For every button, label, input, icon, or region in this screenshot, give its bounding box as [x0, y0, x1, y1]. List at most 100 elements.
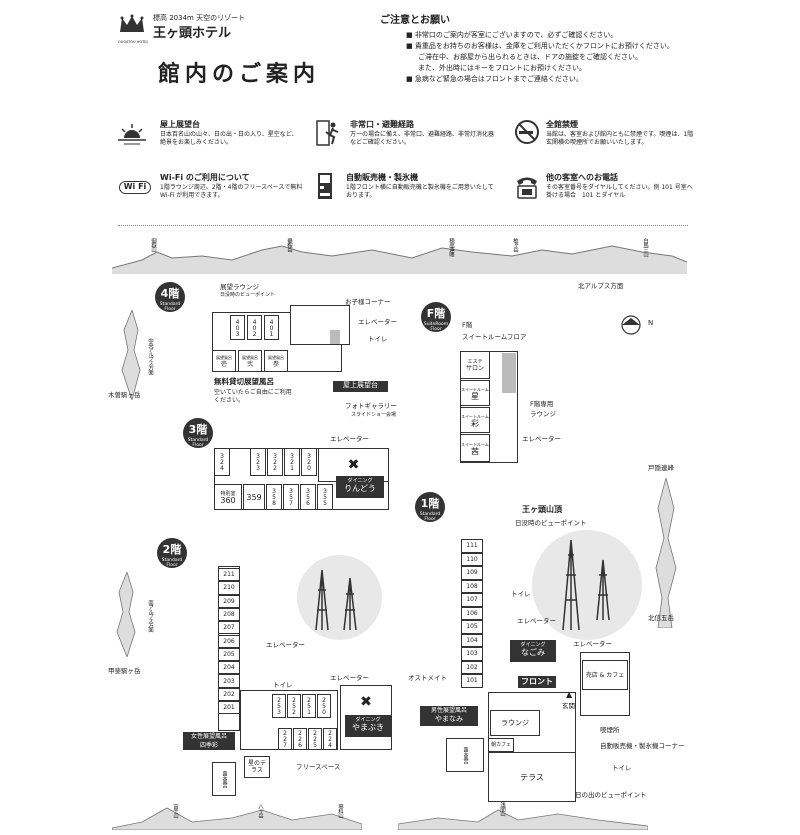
divider [118, 225, 688, 226]
direction-label: 北アルプス方面 [578, 282, 624, 290]
floor1-label: トイレ [511, 590, 531, 598]
mountain-range-left-2 [116, 572, 136, 657]
floor4-bath: 展望風呂壱 [212, 350, 236, 372]
brand-subtitle: 標高 2034m 天空のリゾート [153, 14, 246, 22]
direction-label: 中央アルプス方面 [147, 338, 153, 374]
floor2-bath-box: 女性展望風呂四季彩 [183, 732, 235, 750]
floor2-onsen: 露天風呂 [212, 762, 236, 796]
floor1-label: 喫煙所 [600, 726, 620, 734]
floor1-label: エレベーター [573, 640, 612, 648]
mountain-range-bottom-right [398, 809, 648, 830]
floor2-dining: ✖ [340, 685, 392, 750]
info-title: 全館禁煙 [546, 120, 578, 129]
floor2-room: 252 [287, 694, 301, 718]
compass-label: N [648, 319, 654, 327]
info-title: 屋上展望台 [160, 120, 200, 129]
brand-name: 王ヶ頭ホテル [153, 26, 232, 41]
no-smoking-icon [515, 120, 539, 144]
floor3-room: 322 [267, 448, 283, 476]
floor3-room: 321 [284, 448, 300, 476]
ff-label: エレベーター [522, 435, 561, 443]
page-title: 館内のご案内 [158, 62, 321, 87]
floor2-label: エレベーター [266, 641, 305, 649]
floor4-label: 展望ラウンジ [220, 283, 259, 291]
f2-room: 206 [218, 634, 240, 648]
floor2-room: 225 [308, 728, 322, 750]
tower-circle [532, 530, 642, 640]
tower-circle [297, 555, 382, 640]
floor4-bath-title: 無料貸切展望風呂 [214, 377, 274, 386]
notice-line: ■ 急病など緊急の場合はフロントまでご連絡ください。 [406, 75, 583, 83]
floor1-shop: 売店 & カフェ [582, 660, 628, 690]
info-title: Wi-Fi のご利用について [160, 173, 250, 182]
mountain-label: 白馬三山 [642, 238, 648, 256]
f1-room: 101 [461, 674, 483, 688]
floor1-label: 日没時のビューポイント [515, 519, 587, 527]
f2-room: 211 [218, 568, 240, 582]
mountain-range-bottom-left [112, 807, 362, 830]
ff-room: エステサロン [460, 351, 490, 379]
info-title: 自動販売機・製氷機 [346, 173, 418, 182]
mountain-label: 乗鞍岳 [286, 238, 292, 252]
f1-room: 105 [461, 620, 483, 634]
floor1-lounge: ラウンジ [490, 710, 540, 736]
floor4-label: お子様コーナー [345, 298, 391, 306]
floor4-label: フォトギャラリー [345, 402, 397, 410]
direction-label: 南アルプス方面 [147, 600, 153, 632]
antenna-tower-icon [315, 569, 357, 630]
notice: ご注意とお願い ■ 非常口のご案内が客室にございますので、必ずご確認ください。 … [380, 11, 780, 85]
floor4-room: 401 [264, 315, 279, 340]
floor1-label: オストメイト [408, 674, 447, 682]
f2-room: 205 [218, 647, 240, 662]
notice-line: ■ 貴重品をお持ちのお客様は、金庫をご利用いただくかフロントにお預けください。 [406, 42, 674, 50]
floor2-room: 250 [317, 694, 331, 718]
info-text: 万一の場合に備え、非常口、避難経路、非常灯消化器などご確認ください。 [350, 131, 495, 146]
floor3-dining-box: ダイニングりんどう [336, 476, 384, 498]
floor3-room: 358 [266, 484, 282, 510]
ff-room: スイートルーム茜 [460, 434, 490, 462]
floor4-bath: 展望風呂参 [264, 350, 288, 372]
floor1-bath-box: 男性展望風呂やまなみ [420, 706, 478, 726]
floor1-label: 玄関 [562, 702, 575, 710]
floor4-label: トイレ [368, 335, 388, 343]
info-title: 非常口・避難経路 [350, 120, 414, 129]
notice-line: また、外出時にはキーをフロントにお預けください。 [418, 64, 586, 72]
f1-room: 103 [461, 647, 483, 661]
notice-line: ご滞在中、お部屋から出られるときは、ドアの施錠をご確認ください。 [418, 53, 642, 61]
ff-label: ラウンジ [530, 410, 556, 418]
floor3-room: 359 [243, 484, 265, 510]
floor3-room: 320 [301, 448, 317, 476]
sunrise-icon [118, 124, 146, 145]
mountain-label: 御嶽山 [150, 238, 156, 252]
logo-text: OUGATOU HOTEL [118, 40, 149, 44]
floor1-label: 日の出のビューポイント [575, 791, 647, 799]
wifi-icon: Wi Fi [119, 181, 151, 194]
floor1-terrace: テラス [488, 752, 576, 802]
f1-room: 111 [461, 539, 483, 553]
f1-room: 108 [461, 579, 483, 593]
f2-room: 210 [218, 581, 240, 595]
floor2-room: 227 [278, 728, 292, 750]
floor3-room: 355 [317, 484, 333, 510]
floor1-label: トイレ [612, 764, 632, 772]
mountain-label: 甲斐駒ヶ岳 [108, 667, 141, 675]
floor2-room: 251 [302, 694, 316, 718]
floor3-room: 324 [214, 448, 230, 476]
f2-room: 202 [218, 687, 240, 701]
info-text: 1階ラウンジ周辺、2階・4階のフリースペースで無料 Wi-Fi が利用できます。 [160, 184, 303, 199]
ff-room: スイートルーム彩 [460, 407, 490, 433]
f2-room: 204 [218, 661, 240, 675]
floor1-cafe: 朝カフェ [488, 738, 514, 752]
f1-room: 109 [461, 566, 483, 580]
mountain-label: 穂高連峰 [448, 238, 454, 256]
floor3-label: エレベーター [330, 435, 369, 443]
floor1-label: 王ヶ頭山頂 [522, 505, 562, 514]
mountain-label: 戸隠連峰 [648, 464, 674, 472]
f2-room: 207 [218, 621, 240, 635]
mountain-label: 富士山 [172, 804, 178, 818]
floor1-onsen: 露天風呂 [446, 738, 484, 772]
floor2-label: トイレ [273, 681, 293, 689]
mountain-label: 槍ヶ岳 [512, 238, 518, 252]
